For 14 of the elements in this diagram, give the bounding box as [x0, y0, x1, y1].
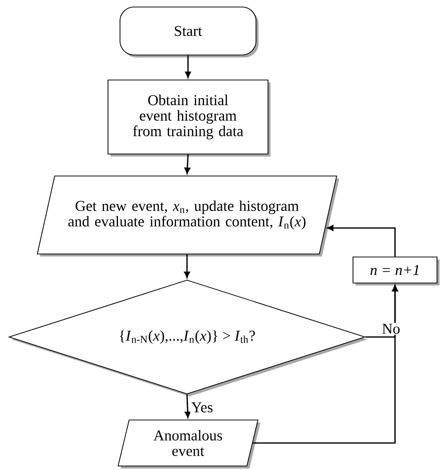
arrow	[185, 55, 191, 78]
edge-label: No	[380, 322, 402, 335]
node-label: Anomalous event	[154, 430, 222, 456]
process-box: Obtain initial event histogram from training data	[108, 80, 270, 156]
arrow	[252, 285, 398, 444]
start-terminal: Start	[120, 6, 258, 58]
arrow	[184, 254, 190, 278]
process-box: n = n+1	[352, 256, 440, 286]
arrow	[327, 225, 396, 257]
input-output-box: Get new event, x$_{n}$, update histogram and evaluate information content, I$_{n}$(x)	[36, 176, 340, 256]
output-box: Anomalous event	[118, 420, 260, 468]
arrow	[184, 154, 190, 174]
edge-label: Yes	[190, 401, 214, 414]
arrow	[184, 394, 191, 418]
